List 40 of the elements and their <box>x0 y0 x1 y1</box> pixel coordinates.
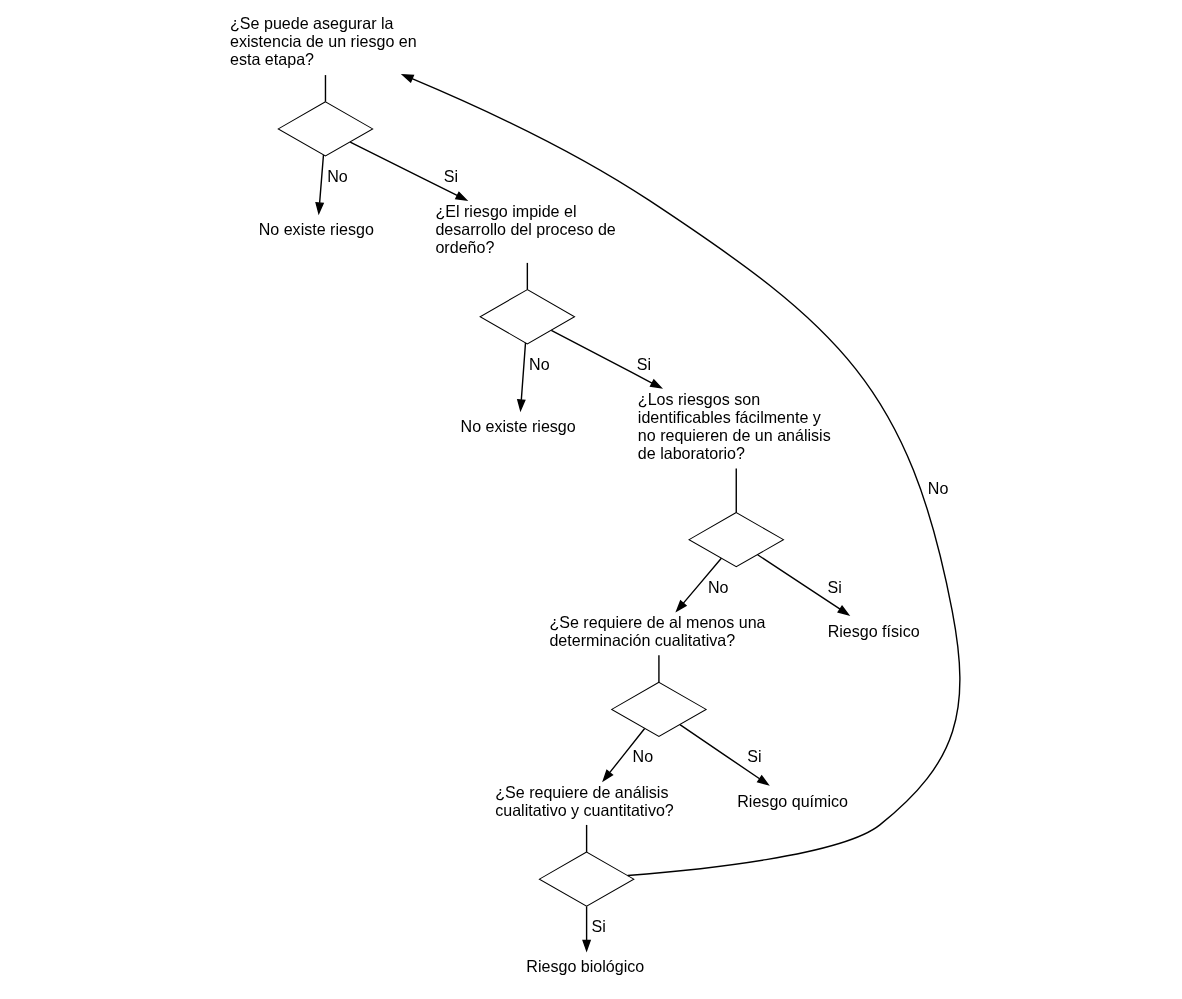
node-diamond <box>479 289 576 345</box>
arrow <box>679 724 770 786</box>
edge-label: Si <box>591 917 606 936</box>
connector <box>735 467 737 514</box>
edge-label: Si <box>636 354 651 373</box>
edge-label: No <box>927 479 949 498</box>
arrow <box>756 554 851 616</box>
node-text: No existe riesgo <box>258 220 374 239</box>
edge-label: No <box>632 747 654 766</box>
node-text: ¿Los riesgos son identificables fácilmente y no requieren de un análisis de laboratorio? <box>637 389 831 463</box>
edge-label: No <box>327 166 348 185</box>
node-text: Riesgo físico <box>827 621 920 640</box>
node-text: ¿Se puede asegurar la existencia de un riesgo en esta etapa? <box>230 14 417 69</box>
edge-label: Si <box>443 166 459 185</box>
node-text: ¿Se requiere de al menos una determinación cualitativa? <box>549 612 766 649</box>
edge-label: Si <box>747 747 762 766</box>
node-diamond <box>611 681 707 738</box>
arrow <box>400 73 961 877</box>
node-text: ¿Se requiere de análisis cualitativo y cuantitativo? <box>495 782 674 819</box>
arrow <box>582 905 592 953</box>
node-text: No existe riesgo <box>460 417 576 436</box>
edge-label: Si <box>827 577 842 596</box>
arrow <box>516 342 527 413</box>
arrow <box>315 154 325 216</box>
connector <box>324 74 327 103</box>
node-text: Riesgo biológico <box>526 957 645 976</box>
arrow <box>349 141 469 201</box>
node-text: Riesgo químico <box>737 791 848 810</box>
arrow <box>550 329 663 389</box>
node-diamond <box>688 512 784 568</box>
node-text: ¿El riesgo impide el desarrollo del proceso de ordeño? <box>435 202 616 257</box>
arrow <box>675 557 723 613</box>
node-diamond <box>538 851 635 907</box>
connector <box>658 654 660 683</box>
connector <box>526 262 529 291</box>
arrow <box>602 727 646 783</box>
connector <box>585 824 588 853</box>
edge-label: No <box>529 354 550 373</box>
edge-label: No <box>707 577 729 596</box>
node-diamond <box>277 101 374 157</box>
